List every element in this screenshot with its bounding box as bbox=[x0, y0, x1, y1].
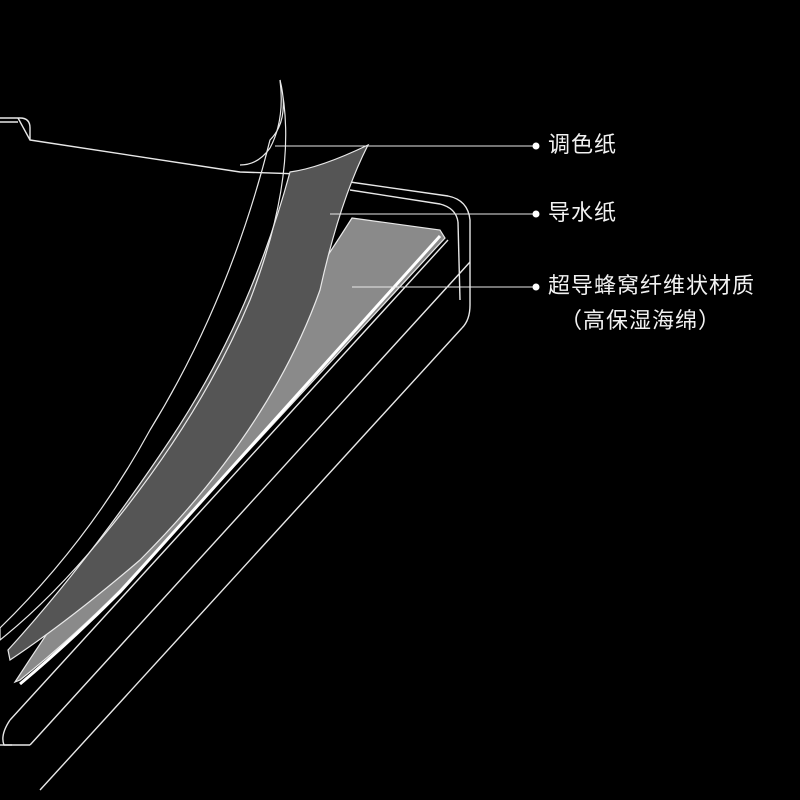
sponge-edge-highlight bbox=[19, 234, 442, 686]
callout-sponge-material-sub: （高保湿海绵） bbox=[560, 309, 722, 334]
leader-dots bbox=[532, 142, 540, 291]
palette-paper-layer bbox=[0, 79, 287, 641]
leader-dot-sponge bbox=[532, 283, 540, 291]
leader-dot-guide bbox=[532, 210, 540, 218]
callout-palette-paper: 调色纸 bbox=[548, 133, 618, 158]
leader-dot-palette bbox=[532, 142, 540, 150]
leader-lines bbox=[275, 145, 533, 288]
guide-paper-layer bbox=[7, 143, 370, 661]
palette-paper-curl bbox=[239, 79, 282, 166]
callout-sponge-material: 超导蜂窝纤维状材质 bbox=[548, 274, 756, 299]
callout-guide-paper: 导水纸 bbox=[548, 201, 618, 226]
